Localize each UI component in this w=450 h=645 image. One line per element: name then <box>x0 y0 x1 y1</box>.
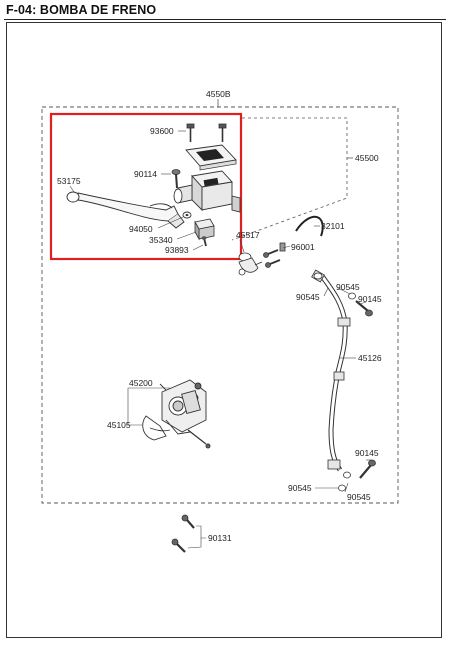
label-45105: 45105 <box>107 420 131 430</box>
label-45200: 45200 <box>129 378 153 388</box>
highlight-box-master-cylinder <box>49 112 243 261</box>
label-90145-b: 90145 <box>355 448 379 458</box>
label-4550b: 4550B <box>206 89 231 99</box>
label-90131: 90131 <box>208 533 232 543</box>
leader-53175 <box>69 185 75 193</box>
leader-35340 <box>176 231 197 240</box>
label-53175: 53175 <box>57 176 81 186</box>
label-45500: 45500 <box>355 153 379 163</box>
label-93600: 93600 <box>150 126 174 136</box>
reservoir-cap <box>185 144 237 171</box>
leader-96001 <box>282 245 291 249</box>
label-35340: 35340 <box>149 235 173 245</box>
brake-hose-45126 <box>311 269 351 472</box>
screw-90114 <box>171 169 181 189</box>
assembly-boundary <box>41 106 399 504</box>
title-underline <box>4 19 446 20</box>
screw-93893 <box>201 236 207 247</box>
banjo-fitting-45517 <box>238 252 263 276</box>
bolt-90131 <box>171 514 195 553</box>
label-32101: 32101 <box>321 221 345 231</box>
label-94050: 94050 <box>129 224 153 234</box>
leader-90131 <box>187 525 206 549</box>
label-93893: 93893 <box>165 245 189 255</box>
hose-upper-fittings <box>313 272 373 317</box>
caliper-bracket-45105 <box>142 383 211 449</box>
leader-45105 <box>127 393 142 426</box>
label-90145-a: 90145 <box>358 294 382 304</box>
label-90545-d: 90545 <box>347 492 371 502</box>
label-90545-c: 90545 <box>288 483 312 493</box>
switch-wire-32101 <box>295 215 324 237</box>
master-cylinder-body <box>173 170 241 213</box>
leader-94050 <box>157 216 184 229</box>
leader-90145-upper <box>359 301 367 305</box>
caliper-45200 <box>161 379 207 435</box>
brake-lever-53175 <box>66 191 185 229</box>
hose-lower-fittings <box>338 459 376 492</box>
bolt-96001 <box>263 242 286 268</box>
leader-90545-lower-d <box>344 482 349 493</box>
label-90545-a: 90545 <box>336 282 360 292</box>
leader-93893 <box>192 244 204 251</box>
label-96001: 96001 <box>291 242 315 252</box>
screw-93600 <box>186 123 227 142</box>
leader-90545-upper-b <box>337 287 351 295</box>
leader-45200 <box>127 387 170 393</box>
leader-45517 <box>239 239 245 253</box>
page-title: F-04: BOMBA DE FRENO <box>6 3 157 17</box>
label-90114: 90114 <box>134 169 157 179</box>
diagram-frame <box>6 22 442 638</box>
leader-90545-upper-a <box>323 287 329 297</box>
label-45126: 45126 <box>358 353 382 363</box>
brake-switch-35340 <box>194 218 215 241</box>
washer-94050 <box>182 211 192 219</box>
label-45517: 45517 <box>236 230 260 240</box>
label-90545-b: 90545 <box>296 292 320 302</box>
